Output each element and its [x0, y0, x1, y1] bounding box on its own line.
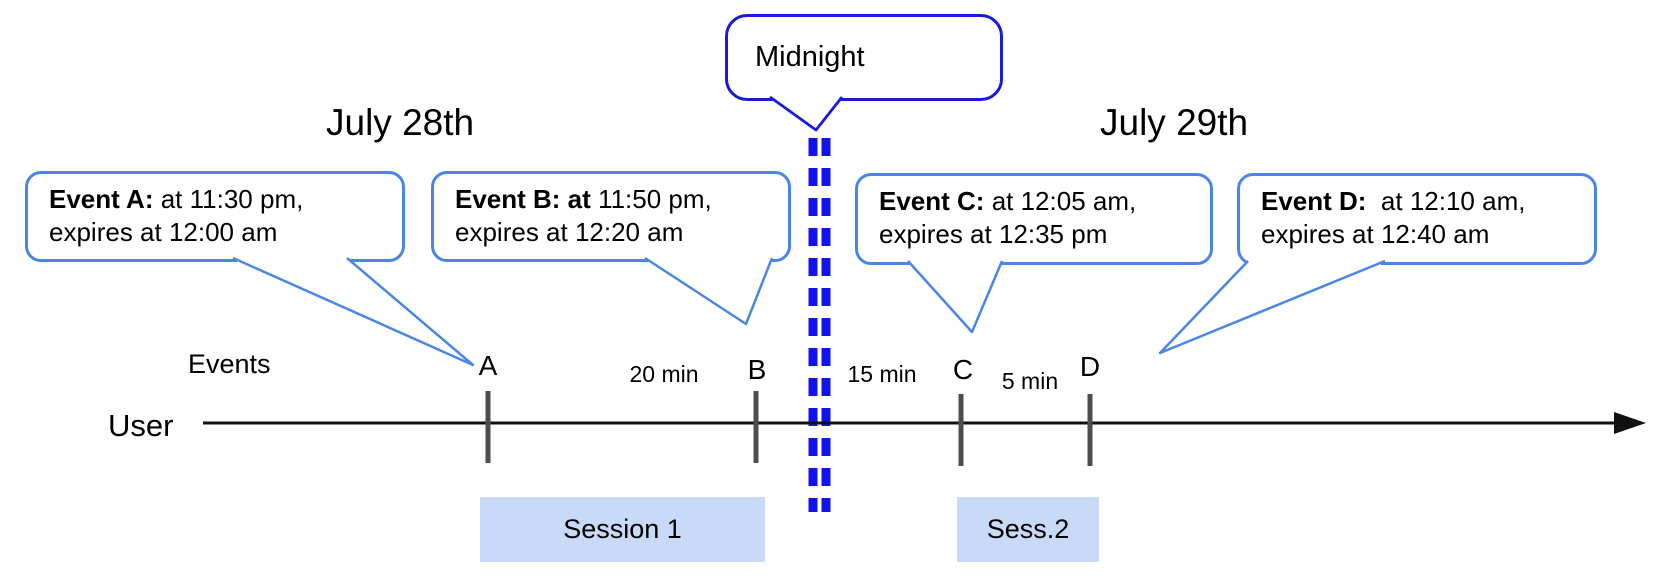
interval-15min-label: 15 min: [847, 361, 917, 387]
session-2-label: Sess.2: [986, 514, 1070, 544]
midnight-bubble: Midnight: [725, 14, 1003, 101]
tick-label-a: A: [478, 350, 498, 381]
tick-label-c: C: [952, 354, 974, 385]
session-1-label: Session 1: [563, 514, 682, 544]
midnight-label: Midnight: [755, 41, 865, 73]
session-1-box: Session 1: [480, 497, 765, 562]
date-right-label: July 29th: [1100, 102, 1249, 143]
midnight-bubble-tail: [769, 95, 844, 132]
tick-label-b: B: [747, 354, 767, 385]
event-a-line2: expires at 12:00 am: [49, 217, 278, 247]
user-axis-label: User: [108, 408, 174, 443]
event-b-bubble-tail: [644, 256, 774, 326]
session-2-box: Sess.2: [957, 497, 1099, 562]
event-b-bubble: Event B: at 11:50 pm, expires at 12:20 a…: [431, 171, 791, 262]
event-d-bubble: Event D: at 12:10 am, expires at 12:40 a…: [1237, 173, 1597, 265]
event-a-line1: Event A: at 11:30 pm,: [49, 184, 304, 214]
interval-20min-label: 20 min: [629, 361, 699, 387]
timeline-arrowhead-icon: [1614, 412, 1646, 434]
event-a-bubble: Event A: at 11:30 pm, expires at 12:00 a…: [25, 171, 405, 262]
events-axis-label: Events: [188, 349, 271, 379]
event-c-bubble: Event C: at 12:05 am, expires at 12:35 p…: [855, 173, 1213, 265]
event-d-line1: Event D: at 12:10 am,: [1261, 186, 1526, 216]
event-d-line2: expires at 12:40 am: [1261, 219, 1490, 249]
date-left-label: July 28th: [326, 102, 475, 143]
event-b-line1: Event B: at 11:50 pm,: [455, 184, 712, 214]
interval-5min-label: 5 min: [1001, 368, 1059, 394]
event-c-line1: Event C: at 12:05 am,: [879, 186, 1137, 216]
event-c-bubble-tail: [907, 260, 1004, 334]
event-b-line2: expires at 12:20 am: [455, 217, 684, 247]
event-d-bubble-tail: [1158, 259, 1386, 355]
event-c-line2: expires at 12:35 pm: [879, 219, 1108, 249]
tick-label-d: D: [1079, 351, 1101, 382]
